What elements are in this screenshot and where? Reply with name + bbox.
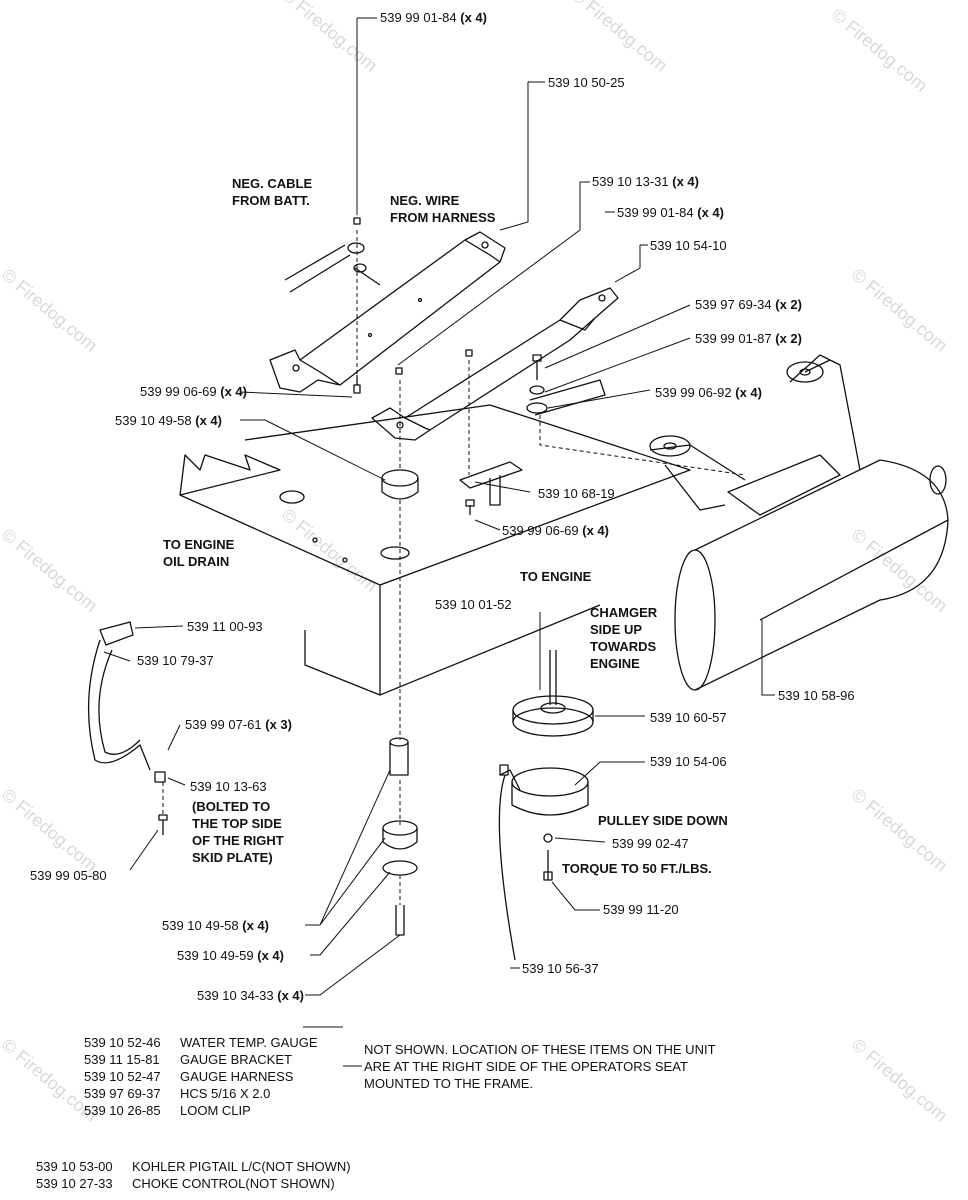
callout-c11: 539 10 68-19: [538, 486, 615, 501]
callout-c21: 539 99 02-47: [612, 836, 689, 851]
note-torque: TORQUE TO 50 FT./LBS.: [562, 861, 712, 876]
callout-c25: 539 10 49-59 (x 4): [177, 948, 284, 963]
note-to-engine: TO ENGINE: [520, 569, 592, 584]
callout-c18: 539 10 60-57: [650, 710, 727, 725]
callout-c8: 539 99 06-92 (x 4): [655, 385, 762, 400]
note-neg-cable: NEG. CABLE FROM BATT.: [232, 176, 313, 208]
callout-c15: 539 10 79-37: [137, 653, 214, 668]
callout-c16: 539 10 58-96: [778, 688, 855, 703]
callout-c6: 539 97 69-34 (x 2): [695, 297, 802, 312]
isolator-mounts: [381, 469, 419, 936]
bracket-54-10: [371, 287, 619, 441]
oil-drain-hose: [87, 621, 168, 835]
callout-c4: 539 99 01-84 (x 4): [617, 205, 724, 220]
callout-c7: 539 99 01-87 (x 2): [695, 331, 802, 346]
callout-c2: 539 10 50-25: [548, 75, 625, 90]
note-bolted: (BOLTED TO THE TOP SIDE OF THE RIGHT SKI…: [192, 799, 284, 865]
note-pulley-side-down: PULLEY SIDE DOWN: [598, 813, 728, 828]
note-neg-wire: NEG. WIRE FROM HARNESS: [390, 193, 496, 225]
bolts: [353, 217, 548, 515]
muffler: [649, 354, 949, 691]
bracket-50-25: [269, 231, 506, 393]
legend-note: NOT SHOWN. LOCATION OF THESE ITEMS ON TH…: [364, 1042, 716, 1091]
callout-c27: 539 10 34-33 (x 4): [197, 988, 304, 1003]
callout-c5: 539 10 54-10: [650, 238, 727, 253]
note-engine-oil-drain: TO ENGINE OIL DRAIN: [163, 537, 235, 569]
callout-c1: 539 99 01-84 (x 4): [380, 10, 487, 25]
note-changer-side-up: CHAMGER SIDE UP TOWARDS ENGINE: [590, 605, 658, 671]
callout-c17: 539 99 07-61 (x 3): [185, 717, 292, 732]
callout-c20: 539 10 13-63: [190, 779, 267, 794]
electric-clutch: [498, 764, 589, 961]
callout-c19: 539 10 54-06: [650, 754, 727, 769]
frame-rail: [179, 404, 691, 696]
callout-c26: 539 10 56-37: [522, 961, 599, 976]
callout-c22: 539 99 05-80: [30, 868, 107, 883]
bracket-68-19: [459, 461, 523, 506]
callout-c3: 539 10 13-31 (x 4): [592, 174, 699, 189]
pulley: [512, 650, 594, 737]
callout-c13: 539 10 01-52: [435, 597, 512, 612]
callout-c12: 539 99 06-69 (x 4): [502, 523, 609, 538]
neg-cable: [284, 242, 381, 293]
callout-c23: 539 99 11-20: [603, 902, 679, 917]
callout-c14: 539 11 00-93: [187, 619, 263, 634]
callout-c24: 539 10 49-58 (x 4): [162, 918, 269, 933]
callout-c9: 539 99 06-69 (x 4): [140, 384, 247, 399]
callout-c10: 539 10 49-58 (x 4): [115, 413, 222, 428]
